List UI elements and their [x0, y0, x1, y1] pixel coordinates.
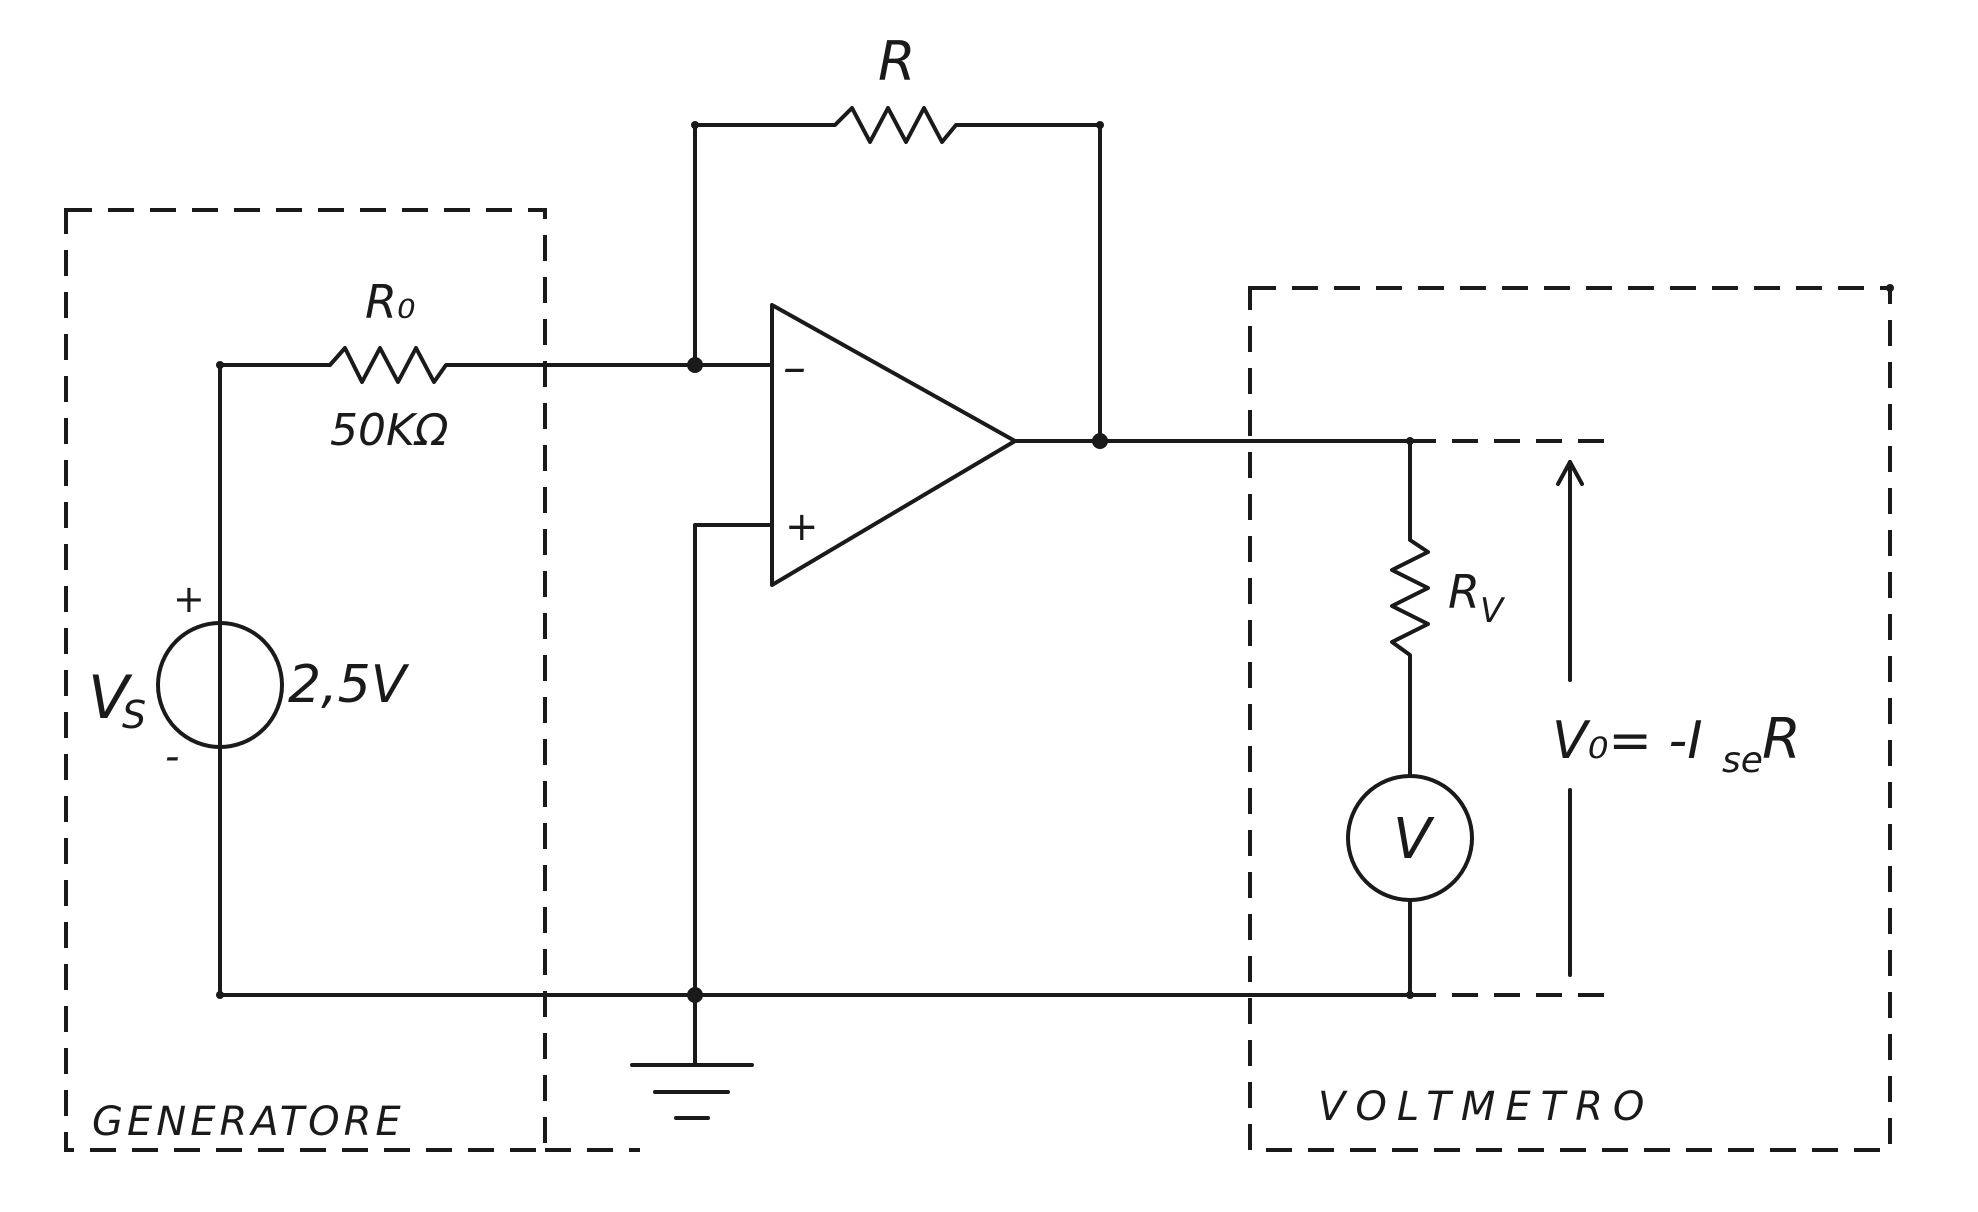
input-wire: [218, 346, 774, 384]
junction-dot: [1406, 991, 1414, 999]
output-label: V₀= -I: [1552, 711, 1703, 771]
junction-dot: [691, 121, 699, 129]
voltmeter-symbol-label: V: [1393, 807, 1435, 872]
junction-dot: [687, 357, 703, 373]
voltmeter-box-label: VOLTMETRO: [1318, 1084, 1654, 1130]
junction-dot: [1096, 121, 1104, 129]
source-value-label: 2,5V: [288, 655, 410, 715]
junction-dot: [216, 361, 224, 369]
voltage-source-symbol: [156, 621, 284, 749]
voltmeter-branch-wire: [1390, 439, 1430, 997]
junction-dot: [1092, 433, 1108, 449]
voltmeter-symbol: [1346, 774, 1474, 902]
output-label-tail: R: [1762, 707, 1801, 772]
generator-box: [64, 208, 547, 1152]
voltmeter-resistor-label: R: [1448, 565, 1480, 619]
junction-dot: [687, 987, 703, 1003]
opamp-noninverting-label: +: [785, 504, 819, 550]
feedback-resistor-label: R: [878, 30, 916, 93]
opamp-triangle: [770, 303, 1017, 587]
opamp-inverting-label: –: [783, 340, 806, 394]
feedback-wire: [693, 106, 1102, 443]
junction-dot: [216, 991, 224, 999]
voltmeter-resistor-subscript: V: [1480, 591, 1506, 631]
source-name-label: V: [88, 663, 133, 733]
input-resistor-value: 50KΩ: [330, 405, 449, 456]
source-plus-label: +: [173, 577, 205, 621]
junction-dot: [1886, 284, 1894, 292]
ground-icon: [630, 993, 754, 1120]
source-minus-label: -: [165, 734, 179, 780]
output-label-subscript: se: [1722, 740, 1763, 781]
voltmeter-box: [1248, 286, 1892, 1152]
noninverting-wire: [693, 523, 774, 997]
input-resistor-label: R₀: [365, 275, 415, 329]
generator-box-label: GENERATORE: [92, 1099, 405, 1145]
double-arrow-icon: [1556, 460, 1584, 977]
source-name-subscript: S: [122, 693, 146, 737]
junction-dot: [1406, 437, 1414, 445]
